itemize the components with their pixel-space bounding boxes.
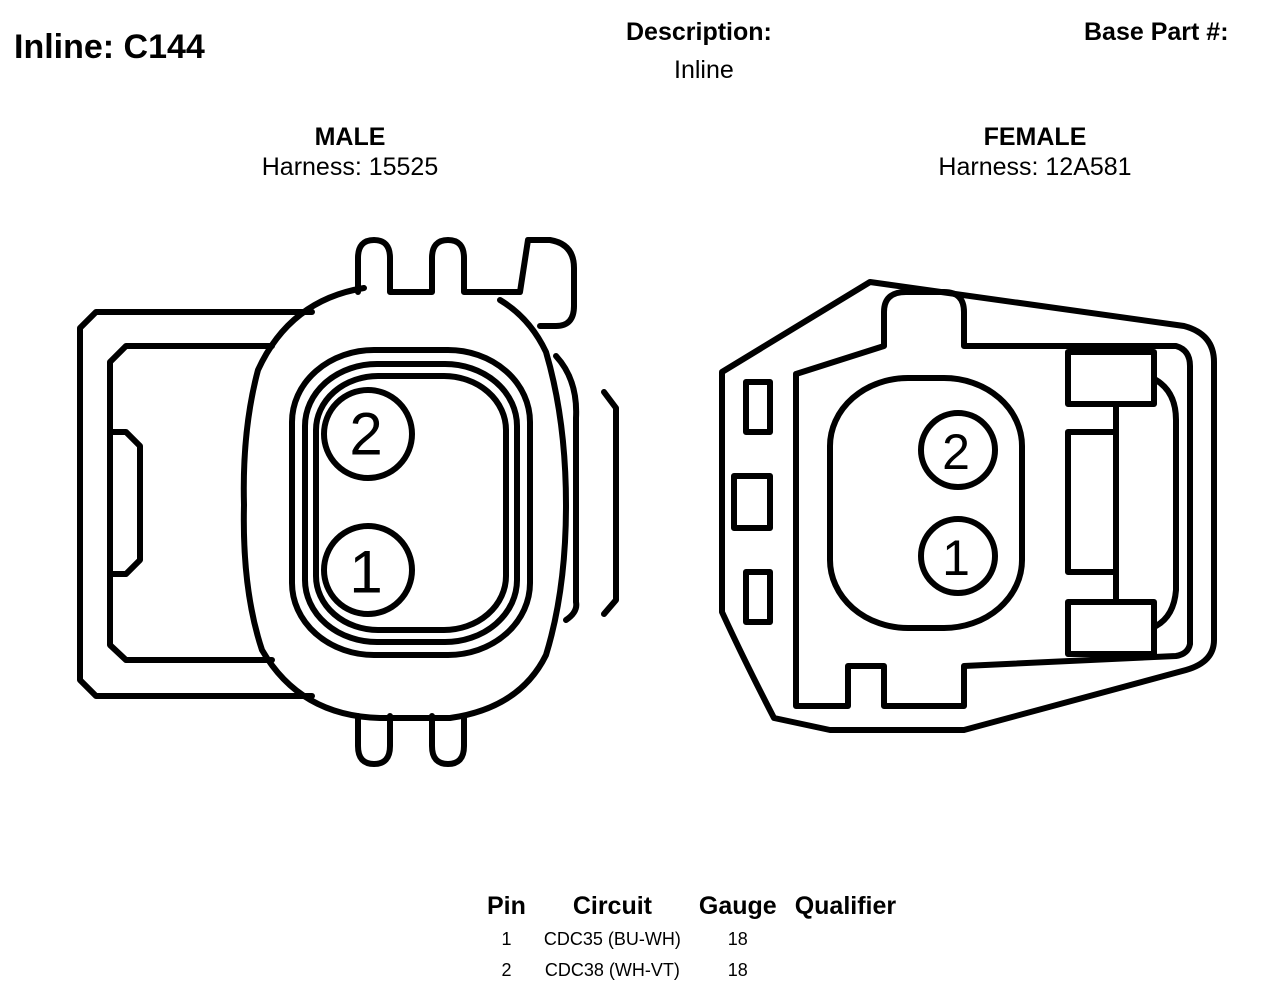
pin-table-header: Pin Circuit Gauge Qualifier [478,888,905,924]
male-cavity-outer [289,347,533,658]
header-qualifier: Qualifier [794,891,897,920]
male-pin-label-1: 1 [349,539,382,606]
male-rear-housing [77,309,315,699]
male-cavity-mid [302,361,520,645]
table-row: 1 CDC35 (BU-WH) 18 [478,924,905,955]
female-heading: FEMALE Harness: 12A581 [835,122,1235,182]
female-latch-rail [1113,377,1179,629]
male-right-clip [553,353,580,623]
female-pin-1-circle [918,516,998,596]
male-right-latch [601,389,619,617]
male-pin-2-circle [321,387,415,481]
page-title: Inline: C144 [14,28,205,66]
description-value: Inline [674,56,734,84]
male-gender-label: MALE [314,123,386,151]
male-pin-label-2: 2 [349,401,382,468]
header-gauge: Gauge [698,891,777,920]
row-circuit: CDC35 (BU-WH) [543,929,681,949]
row-qualifier [786,955,905,986]
female-latch-middle [1065,429,1119,575]
pin-table: Pin Circuit Gauge Qualifier 1 CDC35 (BU-… [478,888,905,986]
male-bottom-tabs [355,713,467,767]
description-label: Description: [626,18,772,46]
row-qualifier [786,924,905,955]
header-pin: Pin [487,891,526,920]
row-pin: 1 [501,929,512,949]
female-slot-bottom [743,569,773,625]
female-pin-2-circle [918,410,998,490]
male-rear-latch [110,429,143,577]
table-row: 2 CDC38 (WH-VT) 18 [478,955,905,986]
male-connector [77,237,619,767]
male-top-tabs [355,237,577,309]
female-pin-label-1: 1 [942,530,970,586]
female-housing-outer [719,279,1217,733]
male-rear-inner [107,343,275,663]
male-heading: MALE Harness: 15525 [150,122,550,182]
female-slot-top [743,379,773,435]
male-face-outer [240,285,569,721]
female-latch-top [1065,349,1157,407]
male-top-clip [537,303,577,329]
female-pin-label-2: 2 [942,424,970,480]
header-circuit: Circuit [572,891,652,920]
row-gauge: 18 [727,929,748,949]
female-harness-label: Harness: 12A581 [938,153,1132,181]
male-pin-1-circle [321,523,415,617]
base-part-label: Base Part #: [1084,18,1229,46]
male-harness-label: Harness: 15525 [261,153,439,181]
female-connector [719,279,1217,733]
female-gender-label: FEMALE [983,123,1087,151]
row-circuit: CDC38 (WH-VT) [544,960,680,980]
female-housing-inner [793,289,1193,709]
female-slot-middle [731,473,773,531]
male-cavity-inner [313,373,509,633]
row-gauge: 18 [727,960,748,980]
female-cavity [827,375,1025,631]
row-pin: 2 [501,960,512,980]
female-latch-bottom [1065,599,1157,657]
